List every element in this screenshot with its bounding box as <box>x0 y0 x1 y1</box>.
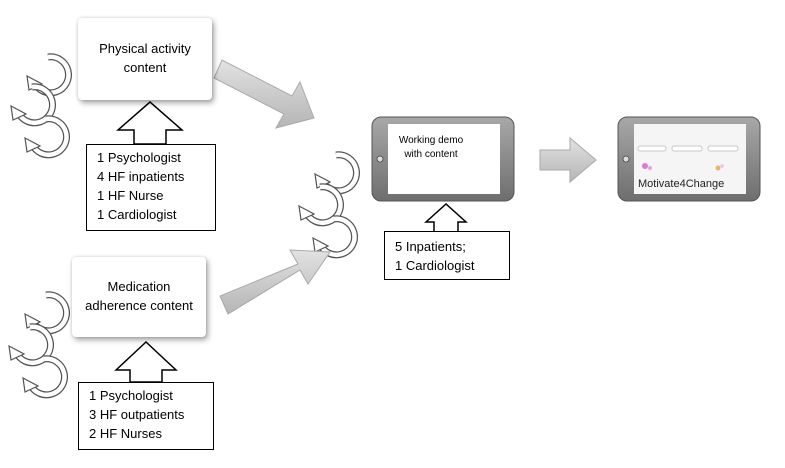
medication-title-line2: adherence content <box>85 298 193 313</box>
participant-line: 2 HF Nurses <box>89 425 162 441</box>
medication-participants: 1 Psychologist 3 HF outpatients 2 HF Nur… <box>78 382 214 450</box>
up-arrow-demo <box>424 202 468 233</box>
physical-activity-title-line2: content <box>123 60 167 75</box>
participant-line: 4 HF inpatients <box>97 168 185 184</box>
demo-participants: 5 Inpatients; 1 Cardiologist <box>384 231 510 280</box>
participant-line: 3 HF outpatients <box>89 406 185 422</box>
demo-tablet-screen: Working demo with content <box>388 134 474 161</box>
physical-activity-content-box: Physical activity content <box>78 18 212 100</box>
participant-line: 1 Cardiologist <box>97 206 177 222</box>
arrow-demo-to-final <box>539 136 597 184</box>
participant-line: 1 Cardiologist <box>395 257 475 273</box>
final-tablet <box>617 116 761 202</box>
participant-line: 5 Inpatients; <box>395 239 466 254</box>
arrow-pa-to-demo <box>213 59 315 129</box>
participant-line: 1 HF Nurse <box>97 187 164 203</box>
demo-line1: Working demo <box>398 135 464 146</box>
demo-line2: with content <box>404 148 458 160</box>
participant-line: 1 Psychologist <box>89 388 173 403</box>
physical-activity-title-line1: Physical activity <box>99 41 191 57</box>
up-arrow-pa <box>116 101 184 145</box>
arrow-med-to-demo <box>219 249 331 315</box>
medication-content-box: Medication adherence content <box>72 257 206 337</box>
physical-activity-participants: 1 Psychologist 4 HF inpatients 1 HF Nurs… <box>86 144 216 231</box>
up-arrow-med <box>114 340 178 383</box>
participant-line: 1 Psychologist <box>97 150 181 165</box>
motivate4change-label: Motivate4Change <box>638 178 725 190</box>
medication-title-line1: Medication <box>107 279 171 295</box>
